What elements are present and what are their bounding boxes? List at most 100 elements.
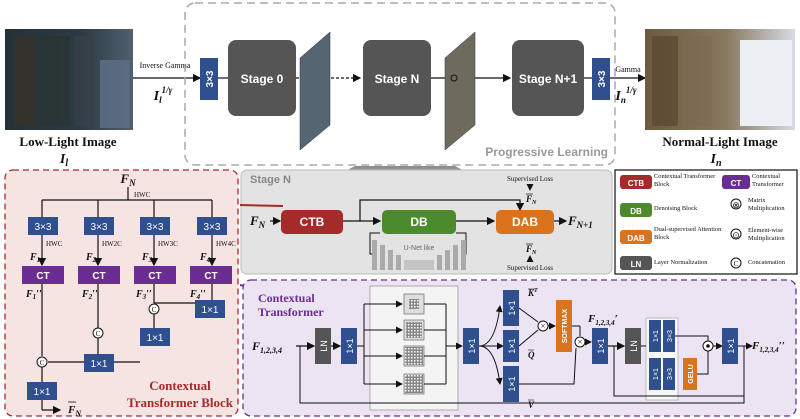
ct-v-label: V: [528, 400, 535, 410]
ctb-input-label: FN: [119, 171, 136, 188]
ct-conv-q: [503, 330, 519, 362]
legend-db-text: Denoising Block: [654, 205, 698, 212]
svg-text:F2′′: F2′′: [81, 289, 98, 301]
ctb-conv1x1-b: [140, 328, 170, 346]
svg-text:⊙: ⊙: [732, 230, 740, 240]
svg-text:F1: F1: [29, 252, 40, 264]
ct-ln-2: [625, 328, 641, 364]
progressive-learning-frame: [184, 2, 616, 166]
svg-text:CT: CT: [731, 179, 742, 188]
low-light-image: [5, 29, 133, 130]
ct-ffn-conv3-bot: [663, 358, 675, 390]
svg-text:DAB: DAB: [627, 234, 645, 243]
legend-dab-text: Dual-supervised Attention Block: [654, 226, 722, 241]
ct-ffn-conv1-top: [649, 320, 661, 352]
ctb-branch-1: 3×3 HWC F1 CT F1′′: [22, 200, 64, 301]
ctb-title-2: Transformer Block: [127, 395, 234, 410]
ctb-conv-2: [84, 217, 114, 235]
ct-ffn-links: [296, 335, 753, 404]
svg-text:F3′′: F3′′: [135, 289, 152, 301]
ct-conv-k-label: 1×1: [507, 300, 517, 315]
svg-text:3×3: 3×3: [204, 222, 221, 233]
svg-text:CT: CT: [36, 271, 49, 282]
legend-ctb-swatch: [620, 175, 652, 189]
progressive-learning-label: Progressive Learning: [485, 145, 608, 159]
ct-ln-1-label: LN: [319, 340, 329, 352]
svg-text:DB: DB: [630, 207, 642, 216]
ctb-branch-3: 3×3 HW3C F3 CT F3′′: [134, 200, 178, 301]
normal-light-title: Normal-Light Image: [662, 134, 777, 149]
svg-text:F4′′: F4′′: [189, 289, 206, 301]
stage-n-ctb: [281, 210, 343, 234]
ct-ln-1: [315, 328, 331, 364]
stage-n-input: FN: [249, 213, 266, 230]
svg-text:F3: F3: [141, 252, 153, 264]
legend-ct-text: Contextual Transformer: [752, 173, 784, 188]
ct-k-label: KT: [527, 288, 538, 298]
svg-text:LN: LN: [631, 260, 642, 269]
ct-ffn-conv1-top-label: 1×1: [653, 330, 660, 342]
svg-text:F2: F2: [85, 252, 97, 264]
ct-conv-1x1-d-label: 1×1: [726, 338, 736, 353]
unet-label: U-Net like: [404, 245, 435, 252]
stage-n-output: FN+1: [567, 213, 593, 230]
ctb-conv1x1-d-label: 1×1: [34, 387, 51, 398]
ctb-concat-b-label: C: [96, 330, 101, 338]
svg-text:3×3: 3×3: [35, 222, 52, 233]
ct-ln-2-label: LN: [629, 340, 639, 352]
unet-icon: [372, 240, 466, 270]
ct-input-label: F1,2,3,4: [251, 339, 282, 355]
fbar-bottom: FN: [525, 244, 537, 256]
ct-conv-1x1-a-label: 1×1: [345, 338, 355, 353]
ct-title-2: Transformer: [258, 305, 324, 319]
conv-3x3-in: [200, 58, 218, 100]
ct-gelu-label: GELU: [688, 364, 695, 383]
ctb-ct-3: [134, 266, 176, 284]
ctb-conv-1: [28, 217, 58, 235]
conv-3x3-in-label: 3×3: [205, 70, 216, 87]
legend-concat-text: Concatenation: [748, 259, 785, 266]
ctb-conv1x1-a: [195, 300, 225, 318]
legend-ctb-text: Contextual Transformer Block: [654, 173, 716, 188]
stage-n-db: [382, 210, 456, 234]
stage-n-label: Stage N: [375, 72, 420, 86]
ct-ffn-conv3-bot-label: 3×3: [667, 368, 674, 380]
ct-gelu: [683, 358, 697, 390]
ct-output-label: F1,2,3,4′′: [751, 340, 785, 354]
stage-n1-label: Stage N+1: [519, 72, 578, 86]
legend-ln-swatch: [620, 256, 652, 270]
feature-dot: [450, 74, 458, 82]
ctb-conv1x1-a-label: 1×1: [202, 305, 219, 316]
svg-text:3×3: 3×3: [91, 222, 108, 233]
legend-elementwise-swatch: [730, 228, 742, 240]
stage-n-dab-label: DAB: [512, 215, 538, 229]
svg-text:⊗: ⊗: [732, 200, 740, 210]
ct-softmax: [556, 300, 572, 352]
stage-n-db-label: DB: [410, 215, 428, 229]
feature-map-2: [444, 31, 476, 151]
ct-conv-v: [503, 366, 519, 402]
legend-matmul-text: Matrix Multiplication: [748, 197, 785, 212]
ct-matmul-1-sym: ×: [540, 321, 545, 331]
ctb-title-1: Contextual: [149, 378, 211, 393]
conv-3x3-out: [592, 58, 610, 100]
ct-conv-1x1-d: [722, 328, 738, 364]
svg-text:CT: CT: [148, 271, 161, 282]
stage-0-block: [228, 40, 296, 116]
low-light-title: Low-Light Image: [19, 134, 116, 149]
ct-context-windows: [403, 293, 425, 395]
ctb-panel: [4, 169, 239, 417]
normal-light-symbol: In: [709, 152, 721, 169]
legend-items: CTB Contextual Transformer Block CT Cont…: [620, 173, 785, 270]
normal-light-image: [645, 29, 795, 130]
ctb-concat-a: [148, 303, 160, 315]
ct-conv-k: [503, 290, 519, 326]
ct-softmax-label: SOFTMAX: [562, 309, 569, 344]
ctb-conv-3: [140, 217, 170, 235]
svg-text:CTB: CTB: [628, 179, 645, 188]
svg-text:CT: CT: [204, 271, 217, 282]
legend-ct-swatch: [722, 175, 750, 189]
ct-conv-1x1-b-label: 1×1: [467, 338, 477, 353]
ct-ffn-conv1-bot: [649, 358, 661, 390]
ct-title-1: Contextual: [258, 291, 315, 305]
